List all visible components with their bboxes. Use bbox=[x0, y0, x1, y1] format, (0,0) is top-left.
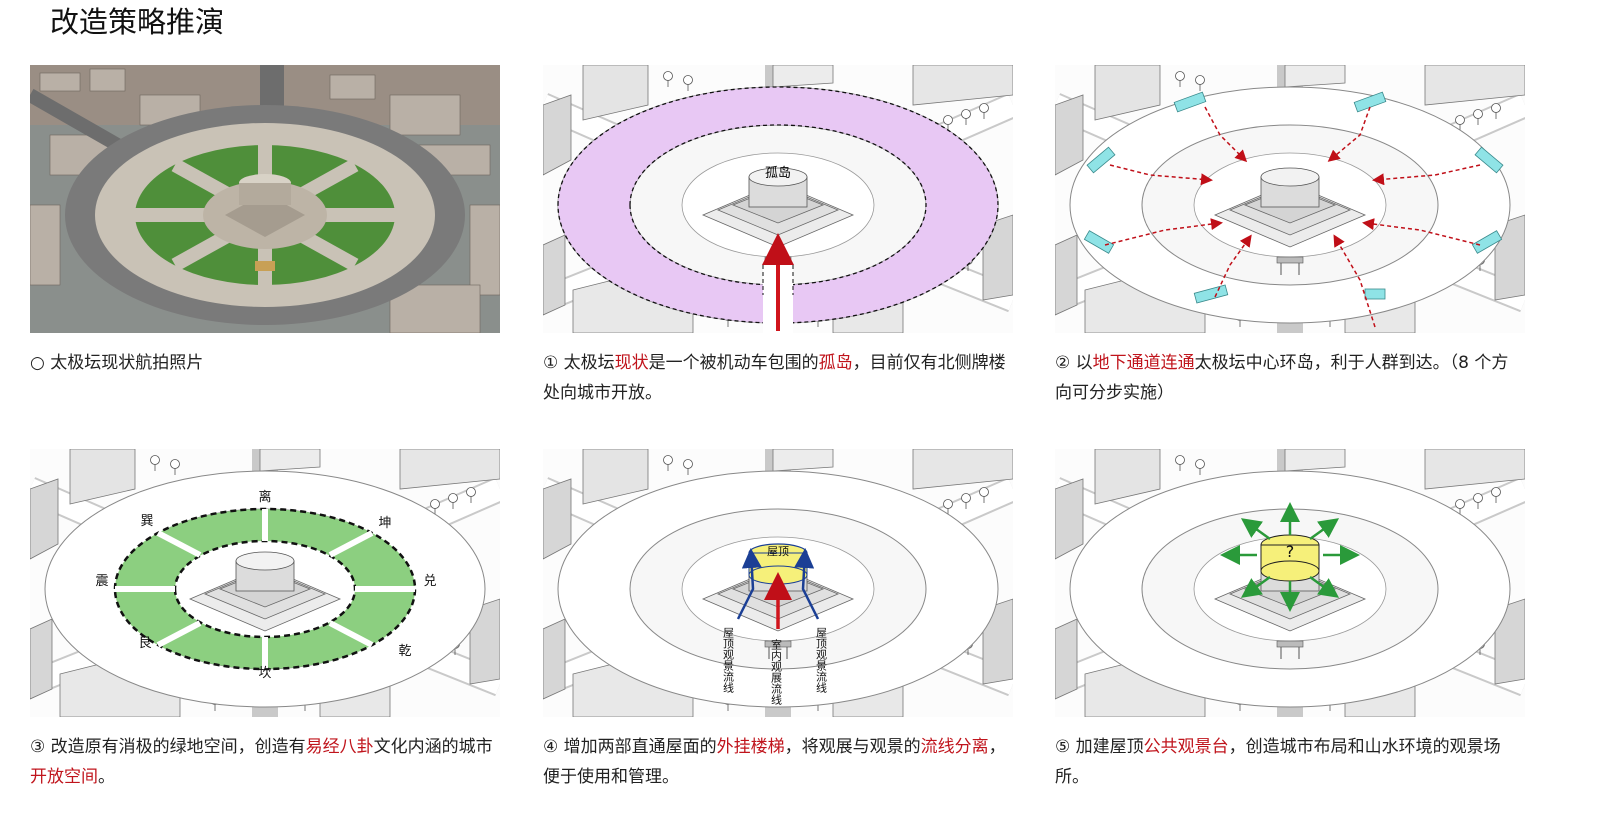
caption-text: ② 以 bbox=[1055, 353, 1093, 373]
aerial-photo-panel bbox=[30, 65, 500, 333]
caption-text: ○ 太极坛现状航拍照片 bbox=[30, 353, 204, 373]
trigram-xun: 巽 bbox=[140, 514, 153, 529]
page-title: 改造策略推演 bbox=[50, 5, 225, 39]
caption-text: 。 bbox=[98, 767, 115, 787]
roof-label: 屋顶 bbox=[767, 545, 789, 558]
trigram-qian: 乾 bbox=[398, 644, 411, 659]
island-diagram: 孤岛 bbox=[543, 65, 1013, 333]
caption-highlight: 孤岛 bbox=[818, 353, 853, 373]
caption-highlight: 公共观景台 bbox=[1143, 737, 1229, 757]
view-arrows bbox=[1220, 502, 1360, 612]
caption-island: ① 太极坛现状是一个被机动车包围的孤岛，目前仅有北侧牌楼处向城市开放。 bbox=[543, 348, 1013, 408]
aerial-photo-illustration bbox=[30, 65, 500, 333]
caption-photo: ○ 太极坛现状航拍照片 bbox=[30, 348, 500, 378]
caption-text: 太极坛中心环岛，利于人群到达。（8 个方向可分步实施） bbox=[1055, 353, 1509, 403]
green-dividers bbox=[115, 509, 415, 669]
caption-text: ⑤ 加建屋顶 bbox=[1055, 737, 1144, 757]
caption-text: 是一个被机动车包围的 bbox=[648, 353, 819, 373]
caption-text: ，便于使用和管理。 bbox=[543, 737, 1006, 787]
flow-center: 室内观展流线 bbox=[770, 638, 783, 705]
stairs-diagram: 屋顶 屋顶观景流线 室内观展流线 屋顶观景流线 bbox=[543, 449, 1013, 717]
caption-highlight: 开放空间 bbox=[30, 767, 98, 787]
caption-text: ④ 增加两部直通屋面的 bbox=[543, 737, 717, 757]
caption-highlight: 流线分离 bbox=[920, 737, 989, 757]
stairs-panel: 屋顶 屋顶观景流线 室内观展流线 屋顶观景流线 bbox=[543, 449, 1013, 717]
caption-text: ，创造城市布局和山水环境的观景场所。 bbox=[1055, 737, 1501, 787]
trigram-gen: 艮 bbox=[138, 636, 151, 651]
island-panel: 孤岛 bbox=[543, 65, 1013, 333]
underpass-diagram bbox=[1055, 65, 1525, 333]
underpass-arrows bbox=[1104, 106, 1481, 328]
flow-left: 屋顶观景流线 bbox=[722, 627, 735, 693]
caption-stairs: ④ 增加两部直通屋面的外挂楼梯，将观展与观景的流线分离，便于使用和管理。 bbox=[543, 732, 1013, 792]
tunnel-entrances bbox=[1083, 91, 1504, 304]
flow-right: 屋顶观景流线 bbox=[815, 627, 828, 693]
trigram-zhen: 震 bbox=[95, 574, 108, 589]
caption-highlight: 易经八卦 bbox=[305, 737, 374, 757]
caption-text: ③ 改造原有消极的绿地空间，创造有 bbox=[30, 737, 306, 757]
bagua-panel: 离 坤 兑 乾 坎 艮 震 巽 bbox=[30, 449, 500, 717]
caption-highlight: 现状 bbox=[614, 353, 649, 373]
caption-bagua: ③ 改造原有消极的绿地空间，创造有易经八卦文化内涵的城市开放空间。 bbox=[30, 732, 500, 792]
underpass-panel bbox=[1055, 65, 1525, 333]
roofdeck-diagram: ? bbox=[1055, 449, 1525, 717]
caption-roofdeck: ⑤ 加建屋顶公共观景台，创造城市布局和山水环境的观景场所。 bbox=[1055, 732, 1525, 792]
right-stair-path bbox=[794, 548, 820, 620]
caption-text: ，目前仅有北侧牌楼处向城市开放。 bbox=[543, 353, 1006, 403]
caption-highlight: 地下通道连通 bbox=[1092, 353, 1195, 373]
roofdeck-panel: ? bbox=[1055, 449, 1525, 717]
caption-text: ① 太极坛 bbox=[543, 353, 615, 373]
trigram-kun: 坤 bbox=[378, 516, 391, 531]
trigram-li: 离 bbox=[258, 489, 271, 505]
question-mark: ? bbox=[1286, 542, 1295, 561]
island-label: 孤岛 bbox=[765, 165, 791, 181]
caption-underpass: ② 以地下通道连通太极坛中心环岛，利于人群到达。（8 个方向可分步实施） bbox=[1055, 348, 1525, 408]
traffic-ring bbox=[557, 86, 999, 324]
left-stair-path bbox=[736, 548, 762, 620]
caption-highlight: 外挂楼梯 bbox=[716, 737, 785, 757]
caption-text: ，将观展与观景的 bbox=[784, 737, 921, 757]
caption-text: 文化内涵的城市 bbox=[373, 737, 493, 757]
trigram-dui: 兑 bbox=[423, 574, 436, 589]
trigram-kan: 坎 bbox=[258, 666, 271, 681]
bagua-diagram: 离 坤 兑 乾 坎 艮 震 巽 bbox=[30, 449, 500, 717]
